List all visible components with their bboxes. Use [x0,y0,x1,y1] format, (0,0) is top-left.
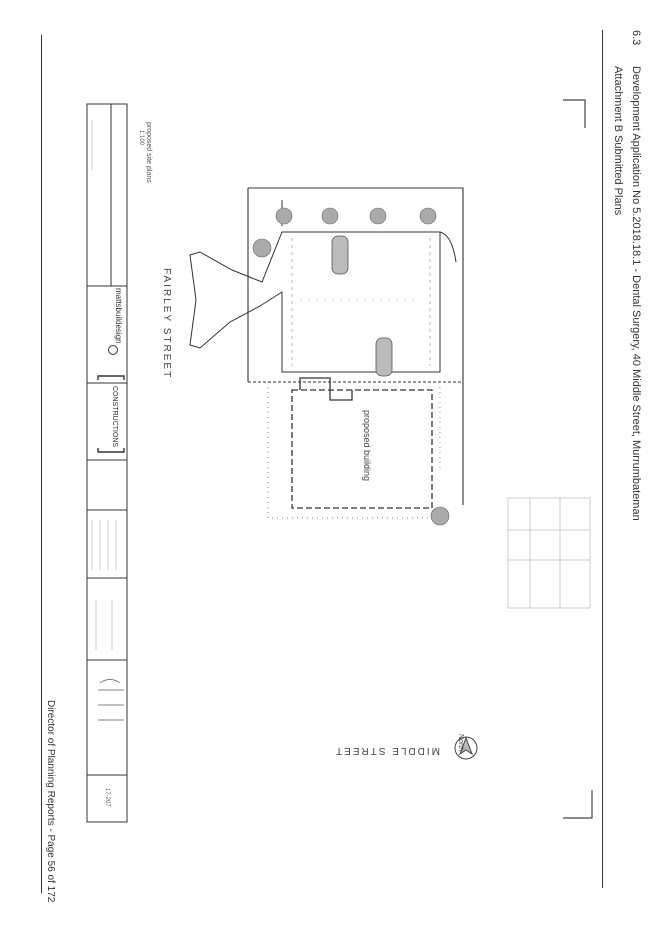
schedule-table [507,497,591,609]
north-arrow-icon [454,736,478,760]
title-block-fine-text [91,120,117,650]
parked-cars [331,235,393,377]
proposed-building [291,377,433,509]
sheet-scale: 1:100 [138,130,144,146]
site-boundary [247,187,464,505]
street-label-fairley: FAIRLEY STREET [161,268,172,380]
logo-circle [108,345,118,355]
building-label: proposed building [362,410,372,482]
designer-logo: mattsbuildesign [114,288,123,344]
header-rule [602,30,603,888]
north-label: North [457,734,464,752]
builder-logo-box [97,375,125,453]
council-stamp [98,679,124,721]
street-label-middle: MIDDLE STREET [333,745,440,756]
parking-bay-lines [291,238,431,366]
sheet-title: proposed site plans [145,122,152,183]
title-block [86,103,128,823]
builder-logo: CONSTRUCTIONS [111,386,118,448]
frame-corner-marks [563,99,593,819]
landscape-dots [267,382,441,519]
footer-rule [41,35,42,893]
car-park-outline [189,200,457,373]
drawing-number: 17-207 [104,788,110,807]
trees [252,207,450,526]
